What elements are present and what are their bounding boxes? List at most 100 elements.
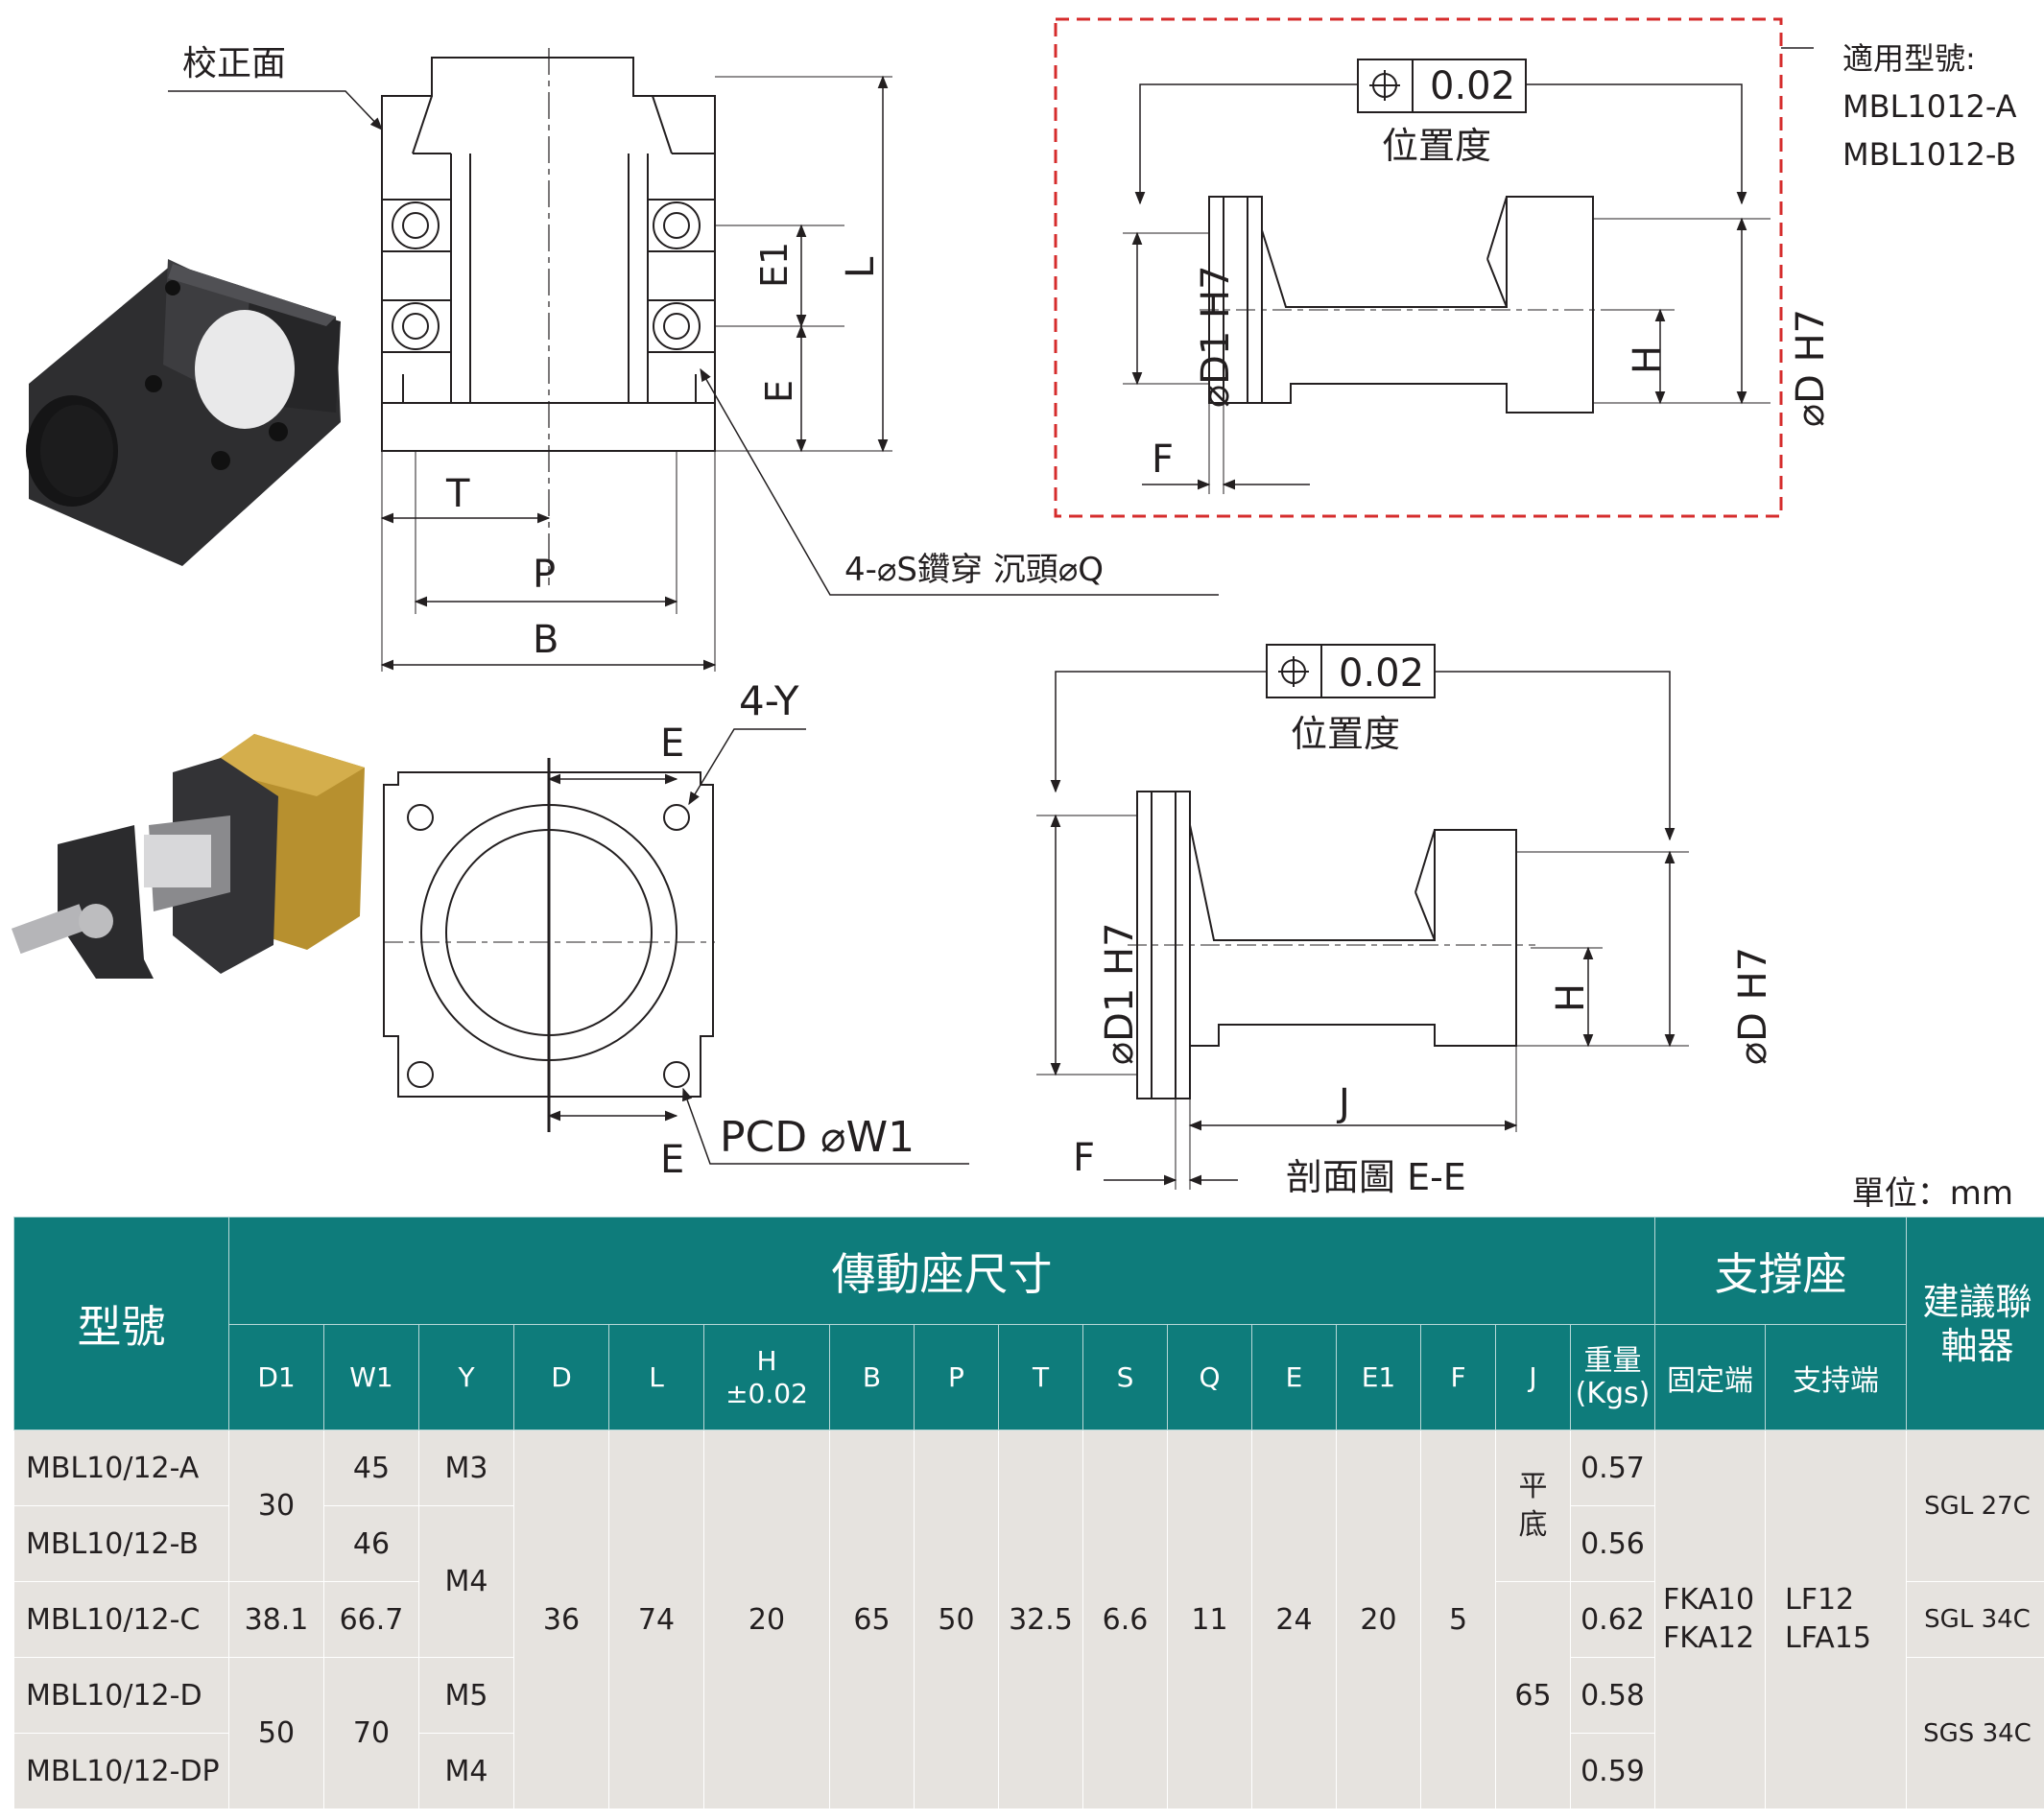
header-j: J: [1495, 1324, 1571, 1430]
applicable-model-a: MBL1012-A: [1842, 88, 2017, 125]
header-f: F: [1420, 1324, 1496, 1430]
fixed-end-cell: FKA10 FKA12: [1654, 1430, 1766, 1809]
f-cell: 5: [1420, 1430, 1496, 1809]
header-d1: D1: [228, 1324, 324, 1430]
weight-cell: 0.58: [1570, 1657, 1655, 1734]
tolerance-value-bottom: 0.02: [1339, 651, 1424, 696]
p-cell: 50: [914, 1430, 999, 1809]
b-cell: 65: [829, 1430, 915, 1809]
d1-cell: 50: [228, 1657, 324, 1809]
unit-label: 單位：mm: [1851, 1174, 2013, 1213]
header-h: H ±0.02: [703, 1324, 830, 1430]
header-support-end: 支持端: [1765, 1324, 1907, 1430]
weight-cell: 0.56: [1570, 1505, 1655, 1582]
coupling-cell: SGL 27C: [1906, 1430, 2044, 1582]
coupling-cell: SGL 34C: [1906, 1581, 2044, 1658]
header-l: L: [608, 1324, 704, 1430]
label-f-top: F: [1152, 437, 1174, 482]
y-cell: M3: [418, 1430, 514, 1506]
e1-cell: 20: [1336, 1430, 1421, 1809]
label-4y: 4-Y: [739, 677, 799, 724]
section-view-bottom: [1036, 644, 1689, 1190]
d1-cell: 38.1: [228, 1581, 324, 1658]
h-cell: 20: [703, 1430, 830, 1809]
label-h-top: H: [1626, 345, 1670, 374]
weight-cell: 0.62: [1570, 1581, 1655, 1658]
e-cell: 24: [1251, 1430, 1337, 1809]
header-q: Q: [1167, 1324, 1252, 1430]
header-t: T: [998, 1324, 1083, 1430]
label-pcd: PCD ⌀W1: [720, 1113, 915, 1162]
technical-drawing: 校正面 L E1 E T P B 4-⌀S鑽穿 沉頭⌀Q: [11, 17, 2017, 1198]
header-e: E: [1251, 1324, 1337, 1430]
header-fixed-end: 固定端: [1654, 1324, 1766, 1430]
label-d-h7-top: ⌀D H7: [1789, 309, 1833, 427]
w1-cell: 46: [323, 1505, 419, 1582]
model-cell: MBL10/12-DP: [13, 1733, 229, 1809]
dim-E1: E1: [753, 242, 796, 288]
w1-cell: 66.7: [323, 1581, 419, 1658]
model-cell: MBL10/12-D: [13, 1657, 229, 1734]
front-view-bottom: [383, 728, 969, 1165]
coupling-cell: SGS 34C: [1906, 1657, 2044, 1809]
applicable-model-b: MBL1012-B: [1842, 136, 2016, 173]
tolerance-value-top: 0.02: [1430, 64, 1515, 108]
weight-cell: 0.59: [1570, 1733, 1655, 1809]
w1-cell: 70: [323, 1657, 419, 1809]
j-cell: 65: [1495, 1581, 1571, 1809]
tolerance-label-top: 位置度: [1382, 125, 1491, 167]
motor-assembly-photo: [11, 734, 365, 979]
table-row: MBL10/12-A 30 45 M3 36 74 20 65 50 32.5 …: [13, 1430, 2044, 1809]
label-d1-h7-top: ⌀D1 H7: [1194, 265, 1238, 408]
table-row: MBL10/12-D 50 70 M5 0.58 SGS 34C: [13, 1657, 2044, 1809]
label-d-h7-bottom: ⌀D H7: [1731, 947, 1775, 1065]
callout-calibration-face: 校正面: [182, 44, 286, 83]
bearing-block-photo: [26, 259, 341, 566]
label-j-bottom: J: [1336, 1081, 1350, 1125]
y-cell: M4: [418, 1505, 514, 1658]
header-s: S: [1082, 1324, 1168, 1430]
dim-B: B: [533, 618, 559, 662]
header-e1: E1: [1336, 1324, 1421, 1430]
dim-P: P: [533, 553, 556, 597]
header-w1: W1: [323, 1324, 419, 1430]
label-f-bottom: F: [1073, 1136, 1095, 1180]
label-h-bottom: H: [1549, 983, 1593, 1012]
model-cell: MBL10/12-A: [13, 1430, 229, 1506]
y-cell: M4: [418, 1733, 514, 1809]
weight-cell: 0.57: [1570, 1430, 1655, 1506]
header-p: P: [914, 1324, 999, 1430]
header-d: D: [513, 1324, 609, 1430]
section-caption: 剖面圖 E-E: [1286, 1156, 1466, 1198]
dim-T: T: [445, 472, 470, 516]
table-row: MBL10/12-B 46 M4 0.56: [13, 1505, 2044, 1658]
header-support-group: 支撐座: [1654, 1217, 1907, 1325]
table-row: MBL10/12-C 38.1 66.7 65 0.62 SGL 34C: [13, 1581, 2044, 1809]
q-cell: 11: [1167, 1430, 1252, 1809]
table-row: MBL10/12-DP M4 0.59: [13, 1733, 2044, 1809]
header-model: 型號: [13, 1217, 229, 1430]
header-b: B: [829, 1324, 915, 1430]
applicable-title: 適用型號:: [1842, 40, 1976, 77]
t-cell: 32.5: [998, 1430, 1083, 1809]
model-cell: MBL10/12-B: [13, 1505, 229, 1582]
dim-L: L: [839, 256, 883, 278]
hole-note: 4-⌀S鑽穿 沉頭⌀Q: [844, 551, 1104, 589]
front-view-top: [168, 48, 1219, 672]
d-cell: 36: [513, 1430, 609, 1809]
label-d1-h7-bottom: ⌀D1 H7: [1098, 922, 1142, 1065]
header-dims-group: 傳動座尺寸: [228, 1217, 1655, 1325]
header-coupling: 建議聯軸器: [1906, 1217, 2044, 1430]
l-cell: 74: [608, 1430, 704, 1809]
w1-cell: 45: [323, 1430, 419, 1506]
section-view-top: [1054, 17, 1814, 518]
header-y: Y: [418, 1324, 514, 1430]
spec-table: 型號 傳動座尺寸 支撐座 建議聯軸器 D1 W1 Y D L H ±0.02 B…: [13, 1217, 2044, 1809]
dim-E: E: [758, 380, 800, 403]
label-e-top: E: [660, 721, 684, 766]
header-weight: 重量 (Kgs): [1570, 1324, 1655, 1430]
d1-cell: 30: [228, 1430, 324, 1582]
model-cell: MBL10/12-C: [13, 1581, 229, 1658]
s-cell: 6.6: [1082, 1430, 1168, 1809]
tolerance-label-bottom: 位置度: [1291, 713, 1400, 755]
